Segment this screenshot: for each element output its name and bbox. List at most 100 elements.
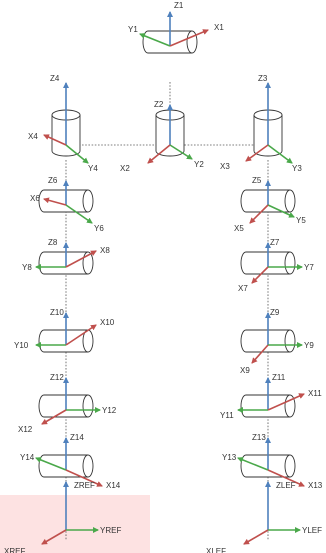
y-axis-label-lef: YLEF xyxy=(302,526,322,535)
joint-cylinder-10 xyxy=(38,329,94,353)
z-axis-label-1: Z1 xyxy=(174,1,184,10)
highlight-region xyxy=(0,495,150,553)
z-axis-label-ref: ZREF xyxy=(74,481,95,490)
z-axis-label-4: Z4 xyxy=(50,74,60,83)
z-axis-label-3: Z3 xyxy=(258,74,268,83)
joint-cylinder-5 xyxy=(240,189,296,213)
x-axis-label-13: X13 xyxy=(308,481,323,490)
x-axis-label-3: X3 xyxy=(220,162,230,171)
z-axis-label-13: Z13 xyxy=(252,433,266,442)
y-axis-label-2: Y2 xyxy=(194,160,204,169)
x-axis-arrow-10 xyxy=(65,324,97,346)
x-axis-label-6: X6 xyxy=(30,194,40,203)
frame-ref: ZREF YREF XREF xyxy=(4,481,121,553)
x-axis-arrow-12 xyxy=(41,409,67,425)
y-axis-label-12: Y12 xyxy=(102,406,117,415)
x-axis-arrow-9 xyxy=(251,344,269,364)
x-axis-arrow-1 xyxy=(169,29,209,47)
x-axis-label-lef: XLEF xyxy=(206,547,226,553)
joint-cylinder-8 xyxy=(38,251,94,275)
x-axis-label-14: X14 xyxy=(106,481,121,490)
y-axis-label-11: Y11 xyxy=(220,411,234,420)
x-axis-label-ref: XREF xyxy=(4,547,25,553)
y-axis-label-8: Y8 xyxy=(22,263,32,272)
x-axis-arrow-13 xyxy=(267,469,305,487)
z-axis-label-lef: ZLEF xyxy=(276,481,296,490)
x-axis-arrow-5 xyxy=(249,204,269,224)
z-axis-label-14: Z14 xyxy=(70,433,84,442)
joint-cylinder-12 xyxy=(38,394,94,418)
z-axis-label-8: Z8 xyxy=(48,238,58,247)
x-axis-arrow-8 xyxy=(65,250,97,268)
z-axis-label-11: Z11 xyxy=(272,373,286,382)
y-axis-label-10: Y10 xyxy=(14,341,29,350)
x-axis-label-7: X7 xyxy=(238,284,248,293)
x-axis-arrow-6 xyxy=(43,197,67,206)
x-axis-arrow-11 xyxy=(267,393,305,411)
x-axis-arrow-lef xyxy=(243,529,269,545)
joint-cylinder-9 xyxy=(240,329,296,353)
z-axis-label-2: Z2 xyxy=(154,100,164,109)
z-axis-label-5: Z5 xyxy=(252,176,262,185)
x-axis-arrow-7 xyxy=(251,266,269,284)
x-axis-label-5: X5 xyxy=(234,224,244,233)
x-axis-label-2: X2 xyxy=(120,164,130,173)
y-axis-label-5: Y5 xyxy=(296,216,306,225)
joint-cylinder-11 xyxy=(240,394,296,418)
x-axis-label-4: X4 xyxy=(28,132,38,141)
x-axis-arrow-4 xyxy=(43,134,67,146)
y-axis-label-1: Y1 xyxy=(128,25,138,34)
y-axis-arrow-14 xyxy=(35,457,67,471)
joint-cylinder-14 xyxy=(38,454,94,478)
joint-cylinder-1 xyxy=(142,30,198,54)
y-axis-arrow-5 xyxy=(267,204,295,218)
y-axis-label-3: Y3 xyxy=(292,164,302,173)
z-axis-label-6: Z6 xyxy=(48,176,58,185)
y-axis-arrow-13 xyxy=(237,457,269,471)
y-axis-label-13: Y13 xyxy=(222,453,237,462)
y-axis-arrow-3 xyxy=(267,144,293,164)
y-axis-arrow-4 xyxy=(65,144,89,164)
joint-cylinder-7 xyxy=(240,251,296,275)
y-axis-label-9: Y9 xyxy=(304,341,314,350)
frame-lef: ZLEF YLEF XLEF xyxy=(206,481,322,553)
x-axis-label-11: X11 xyxy=(308,389,322,398)
x-axis-label-12: X12 xyxy=(18,425,33,434)
x-axis-arrow-3 xyxy=(245,144,269,162)
x-axis-label-8: X8 xyxy=(100,246,110,255)
y-axis-label-ref: YREF xyxy=(100,526,121,535)
y-axis-label-14: Y14 xyxy=(20,453,35,462)
y-axis-label-4: Y4 xyxy=(88,164,98,173)
y-axis-label-7: Y7 xyxy=(304,263,314,272)
x-axis-arrow-ref xyxy=(41,529,67,545)
x-axis-label-10: X10 xyxy=(100,318,115,327)
x-axis-label-1: X1 xyxy=(214,23,224,32)
y-axis-arrow-2 xyxy=(169,144,193,160)
z-axis-label-12: Z12 xyxy=(50,373,64,382)
joint-cylinder-6 xyxy=(38,189,94,213)
y-axis-arrow-6 xyxy=(65,204,93,224)
z-axis-label-9: Z9 xyxy=(270,308,280,317)
x-axis-arrow-2 xyxy=(147,144,171,164)
y-axis-label-6: Y6 xyxy=(94,224,104,233)
x-axis-label-9: X9 xyxy=(240,366,250,375)
joint-cylinder-13 xyxy=(240,454,296,478)
y-axis-arrow-1 xyxy=(139,33,171,47)
z-axis-label-10: Z10 xyxy=(50,308,64,317)
z-axis-label-7: Z7 xyxy=(270,238,280,247)
